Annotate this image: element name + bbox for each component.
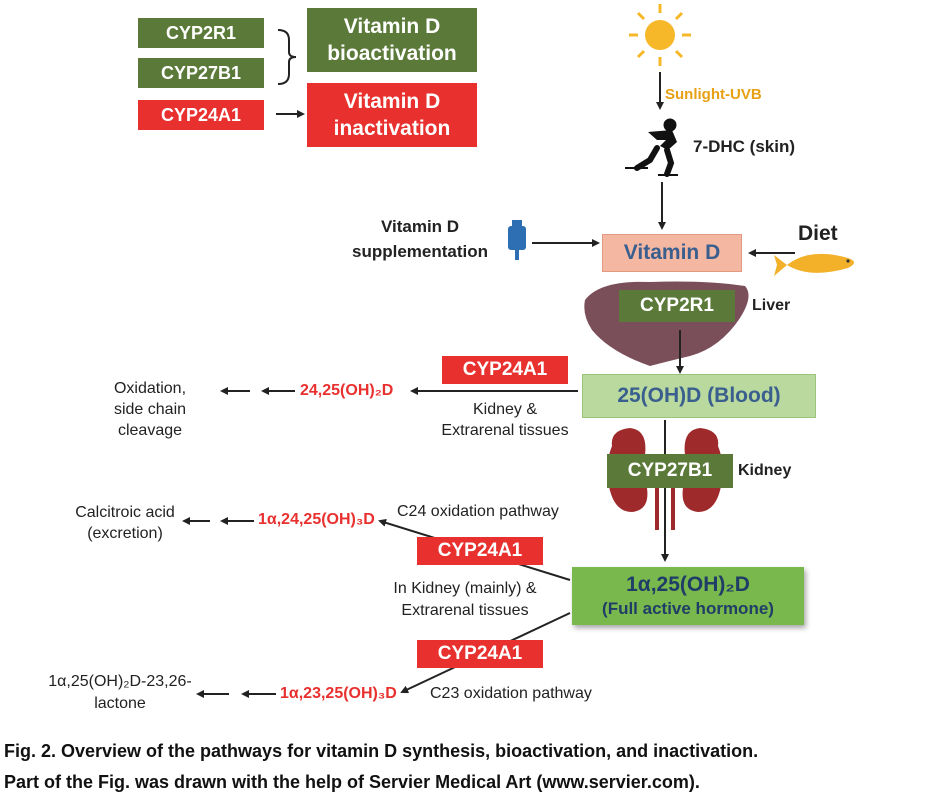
kidney-label: Kidney [738,462,792,479]
in-kidney-label: In Kidney (mainly) & Extrarenal tissues [393,580,537,619]
product-24-25: 24,25(OH)₂D [300,382,394,399]
diet-label: Diet [798,222,838,245]
vitamin-d-box: Vitamin D [602,234,742,272]
legend-cyp24a1: CYP24A1 [138,100,264,130]
sun-icon [629,4,691,66]
person-icon [625,118,678,177]
enzyme-cyp27b1: CYP27B1 [607,454,733,488]
blood-box: 25(OH)D (Blood) [582,374,816,418]
lactone-label: 1α,25(OH)₂D-23,26- lactone [48,673,192,712]
liver-label: Liver [752,297,791,314]
c24-pathway-label: C24 oxidation pathway [397,503,559,520]
enzyme-cyp24a1-middle: CYP24A1 [417,537,543,565]
legend-inactivation: Vitamin D inactivation [307,83,477,147]
supplementation-label: Vitamin D supplementation [351,217,488,261]
product-1a-24-25: 1α,24,25(OH)₃D [258,511,375,528]
enzyme-cyp24a1-bottom: CYP24A1 [417,640,543,668]
legend-cyp27b1: CYP27B1 [138,58,264,88]
caption-line-1: Fig. 2. Overview of the pathways for vit… [4,741,759,761]
kidney-extrarenal-label: Kidney & Extrarenal tissues [441,401,569,439]
active-hormone-box: 1α,25(OH)₂D (Full active hormone) [572,567,804,625]
legend-cyp2r1: CYP2R1 [138,18,264,48]
legend-bioactivation: Vitamin D bioactivation [307,8,477,72]
enzyme-cyp2r1: CYP2R1 [619,290,735,322]
product-1a-23-25: 1α,23,25(OH)₃D [280,685,397,702]
figure-caption: Fig. 2. Overview of the pathways for vit… [4,736,926,798]
calcitroic-label: Calcitroic acid (excretion) [75,504,175,542]
oxidation-label: Oxidation, side chain cleavage [113,380,187,439]
sunlight-label: Sunlight-UVB [665,86,762,103]
c23-pathway-label: C23 oxidation pathway [430,685,592,702]
fish-icon [774,253,854,276]
legend-brace [277,29,297,85]
enzyme-cyp24a1-top: CYP24A1 [442,356,568,384]
iv-bag-icon [508,220,526,260]
dhc-label: 7-DHC (skin) [693,137,796,156]
caption-line-2: Part of the Fig. was drawn with the help… [4,772,700,792]
